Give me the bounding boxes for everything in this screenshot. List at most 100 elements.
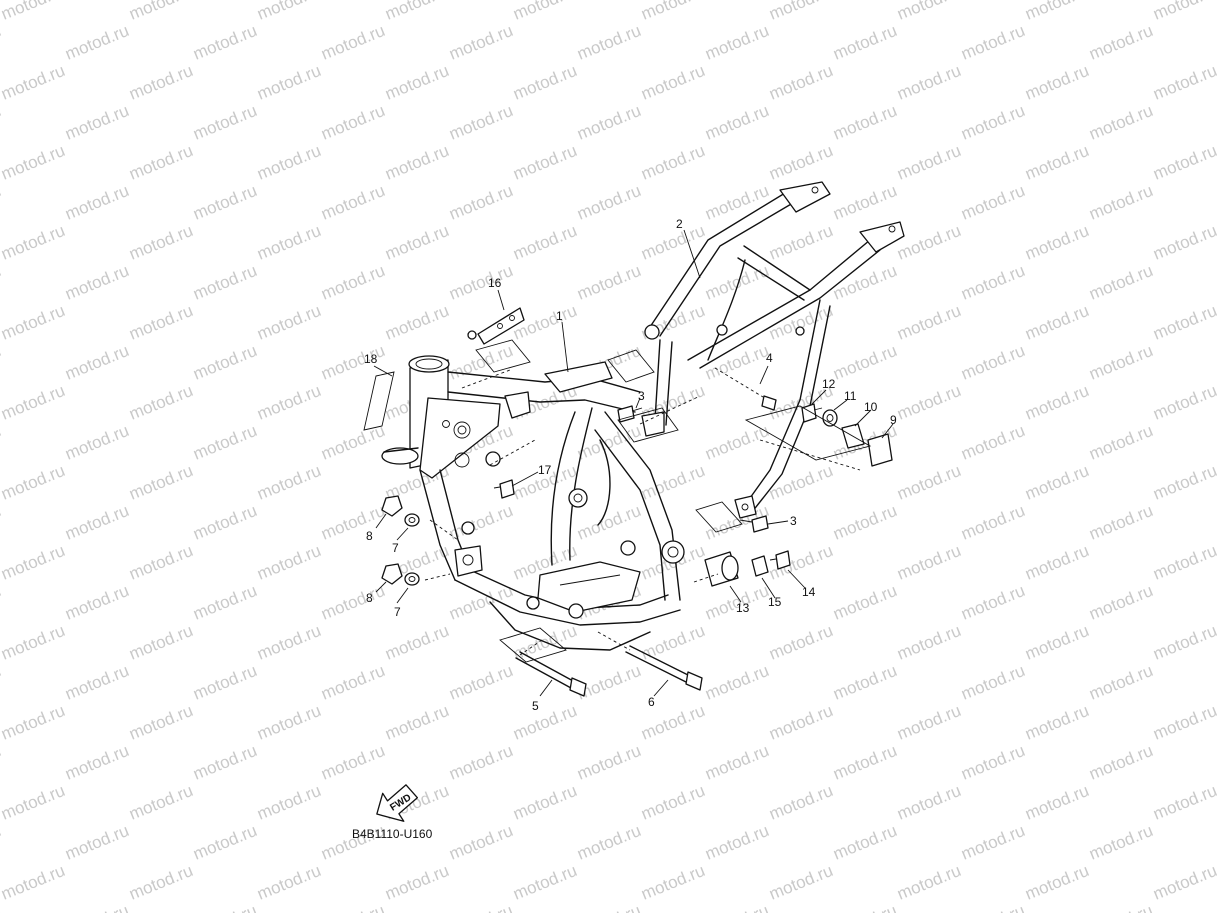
watermark-text: motod.ru: [894, 301, 963, 344]
watermark-text: motod.ru: [318, 181, 387, 224]
watermark-text: motod.ru: [1150, 861, 1217, 904]
watermark-text: motod.ru: [0, 581, 4, 624]
callout-5: 5: [532, 699, 539, 713]
watermark-text: motod.ru: [1022, 61, 1091, 104]
watermark-text: motod.ru: [1022, 781, 1091, 824]
watermark-text: motod.ru: [446, 741, 515, 784]
watermark-text: motod.ru: [894, 701, 963, 744]
watermark-text: motod.ru: [766, 61, 835, 104]
watermark-text: motod.ru: [958, 341, 1027, 384]
callout-7a: 7: [392, 541, 399, 555]
watermark-text: motod.ru: [830, 501, 899, 544]
watermark-text: motod.ru: [254, 381, 323, 424]
watermark-text: motod.ru: [190, 821, 259, 864]
fasteners: [381, 307, 893, 697]
watermark-text: motod.ru: [126, 781, 195, 824]
watermark-text: motod.ru: [254, 541, 323, 584]
watermark-text: motod.ru: [0, 421, 4, 464]
watermark-text: motod.ru: [766, 141, 835, 184]
watermark-text: motod.ru: [0, 501, 4, 544]
watermark-text: motod.ru: [382, 301, 451, 344]
watermark-text: motod.ru: [0, 0, 68, 24]
callout-6: 6: [648, 695, 655, 709]
watermark-text: motod.ru: [894, 781, 963, 824]
watermark-text: motod.ru: [0, 61, 68, 104]
watermark-text: motod.ru: [766, 301, 835, 344]
watermark-text: motod.ru: [62, 101, 131, 144]
watermark-text: motod.ru: [1022, 701, 1091, 744]
watermark-text: motod.ru: [510, 221, 579, 264]
callout-8a: 8: [366, 529, 373, 543]
callout-15: 15: [768, 595, 782, 609]
watermark-text: motod.ru: [830, 181, 899, 224]
watermark-text: motod.ru: [382, 701, 451, 744]
watermark-text: motod.ru: [574, 741, 643, 784]
watermark-text: motod.ru: [574, 661, 643, 704]
watermark-text: motod.ru: [126, 221, 195, 264]
watermark-text: motod.ru: [190, 181, 259, 224]
watermark-text: motod.ru: [1022, 621, 1091, 664]
callout-9: 9: [890, 413, 897, 427]
watermark-text: motod.ru: [254, 701, 323, 744]
watermark-text: motod.ru: [1086, 101, 1155, 144]
watermark-text: motod.ru: [0, 821, 4, 864]
watermark-text: motod.ru: [766, 621, 835, 664]
watermark-text: motod.ru: [958, 821, 1027, 864]
watermark-text: motod.ru: [0, 381, 68, 424]
watermark-text: motod.ru: [126, 301, 195, 344]
watermark-text: motod.ru: [638, 0, 707, 24]
callout-11: 11: [844, 389, 857, 403]
callout-13: 13: [736, 601, 750, 615]
watermark-text: motod.ru: [1150, 541, 1217, 584]
watermark-text: motod.ru: [830, 741, 899, 784]
watermark-text: motod.ru: [1086, 661, 1155, 704]
watermark-text: motod.ru: [574, 501, 643, 544]
watermark-text: motod.ru: [446, 21, 515, 64]
callout-18: 18: [364, 352, 378, 366]
watermark-text: motod.ru: [958, 661, 1027, 704]
watermark-text: motod.ru: [766, 221, 835, 264]
callout-17: 17: [538, 463, 552, 477]
watermark-text: motod.ru: [446, 661, 515, 704]
watermark-text: motod.ru: [958, 501, 1027, 544]
watermark-text: motod.ru: [0, 741, 4, 784]
watermark-text: motod.ru: [0, 21, 4, 64]
watermark-text: motod.ru: [254, 141, 323, 184]
watermark-text: motod.ru: [446, 181, 515, 224]
watermark-text: motod.ru: [638, 141, 707, 184]
callout-16: 16: [488, 276, 502, 290]
watermark-text: motod.ru: [382, 861, 451, 904]
watermark-text: motod.ru: [958, 261, 1027, 304]
watermark-text: motod.ru: [0, 181, 4, 224]
watermark-text: motod.ru: [126, 541, 195, 584]
watermark-text: motod.ru: [190, 341, 259, 384]
watermark-text: motod.ru: [1150, 621, 1217, 664]
watermark-text: motod.ru: [62, 821, 131, 864]
watermark-text: motod.ru: [382, 141, 451, 184]
watermark-text: motod.ru: [1150, 301, 1217, 344]
callout-10: 10: [864, 400, 878, 414]
watermark-text: motod.ru: [0, 261, 4, 304]
watermark-text: motod.ru: [254, 621, 323, 664]
watermark-text: motod.ru: [382, 61, 451, 104]
watermark-text: motod.ru: [766, 0, 835, 24]
watermark-text: motod.ru: [318, 501, 387, 544]
watermark-text: motod.ru: [62, 741, 131, 784]
watermark-text: motod.ru: [702, 101, 771, 144]
watermark-text: motod.ru: [958, 101, 1027, 144]
watermark-text: motod.ru: [830, 261, 899, 304]
watermark-text: motod.ru: [830, 901, 899, 913]
watermark-text: motod.ru: [0, 781, 68, 824]
watermark-text: motod.ru: [1022, 221, 1091, 264]
sub-frame: [641, 181, 905, 519]
watermark-text: motod.ru: [62, 261, 131, 304]
watermark-text: motod.ru: [1086, 581, 1155, 624]
watermark-text: motod.ru: [446, 581, 515, 624]
callout-7b: 7: [394, 605, 401, 619]
watermark-text: motod.ru: [638, 621, 707, 664]
watermark-text: motod.ru: [1086, 821, 1155, 864]
watermark-text: motod.ru: [1086, 901, 1155, 913]
watermark-text: motod.ru: [190, 661, 259, 704]
watermark-text: motod.ru: [318, 661, 387, 704]
